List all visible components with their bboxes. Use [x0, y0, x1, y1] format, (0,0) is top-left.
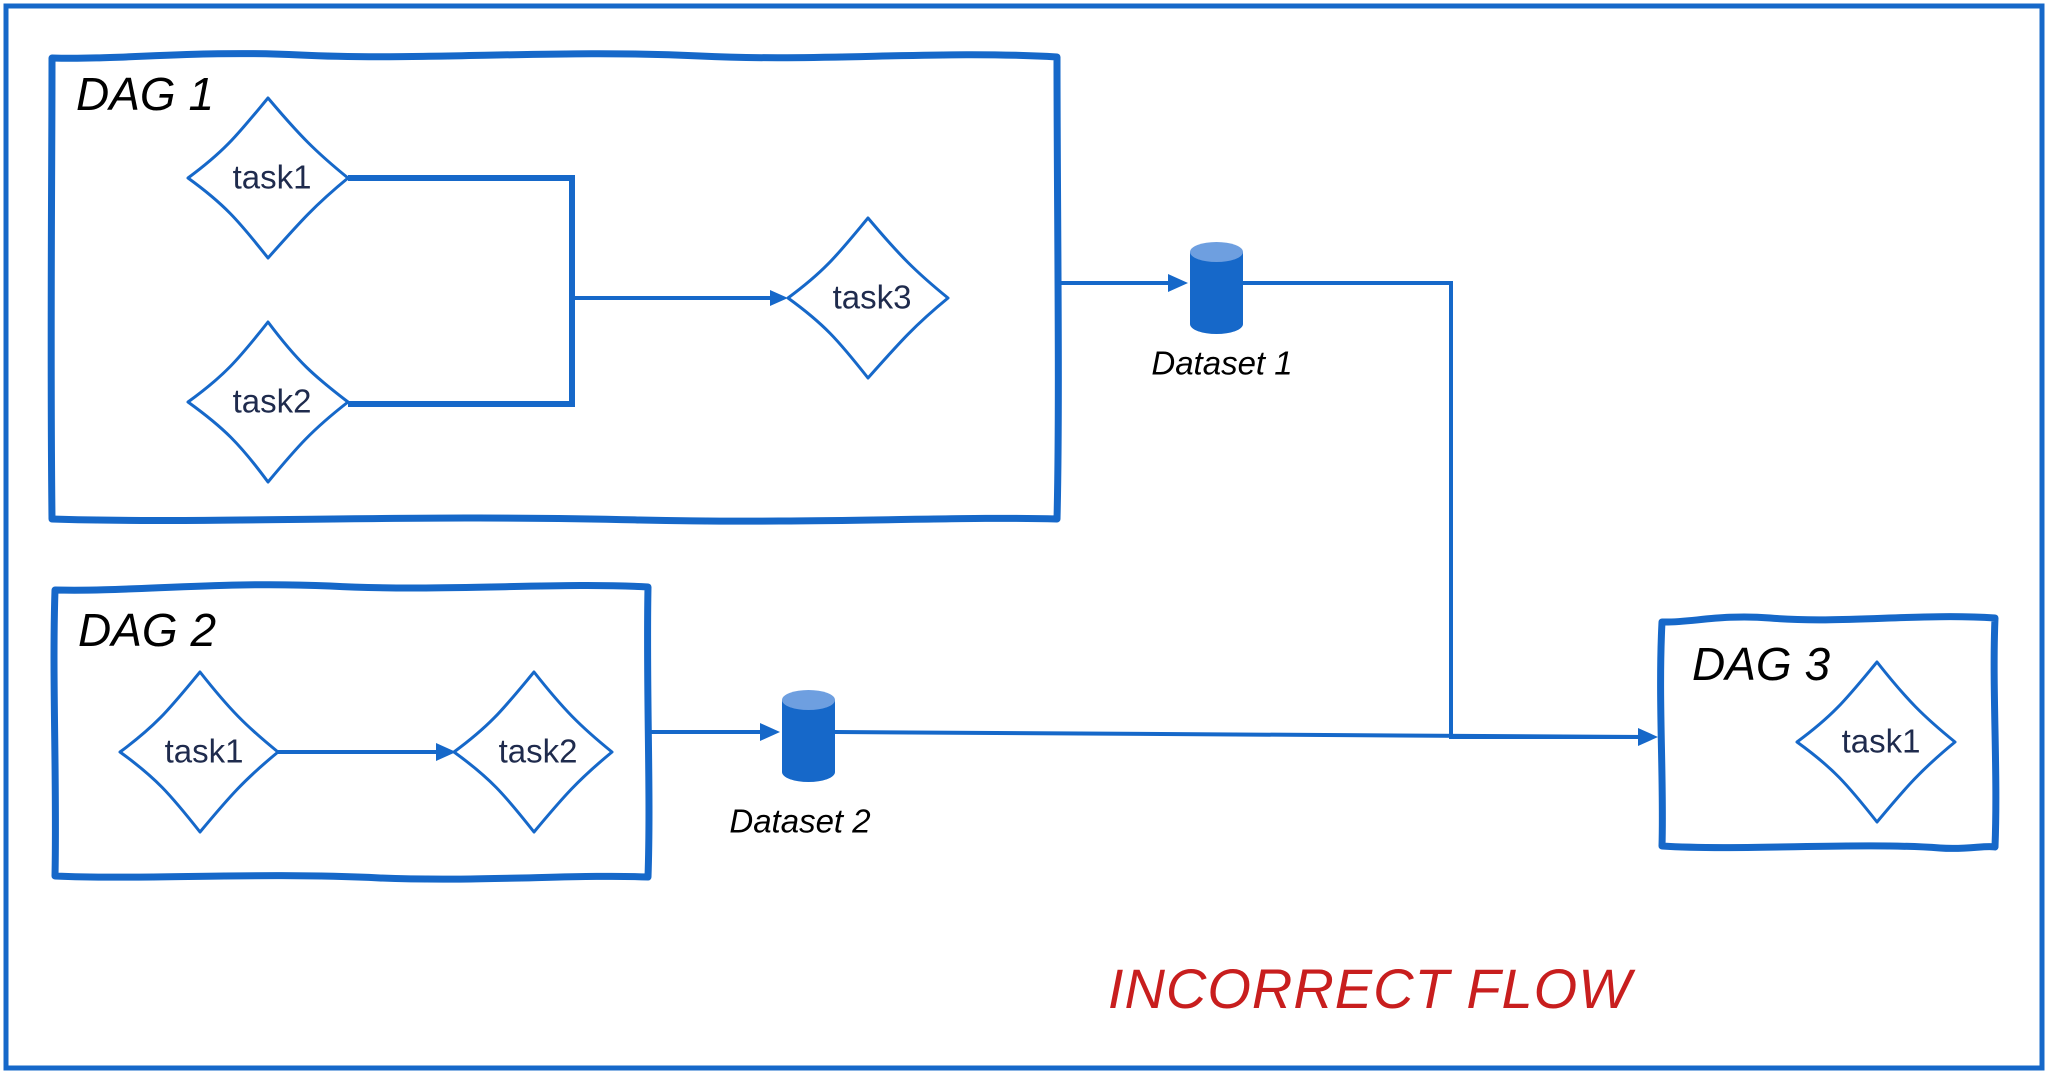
- dataset-1-label: Dataset 1: [1151, 345, 1292, 382]
- dag-3-label: DAG 3: [1692, 638, 1830, 690]
- dag2-task2-node[interactable]: task2: [452, 670, 614, 834]
- database-cylinder-icon: [1190, 242, 1243, 334]
- dataset-1-cylinder-top: [1190, 242, 1243, 262]
- dataset-2-cylinder-top: [782, 690, 835, 710]
- arrowhead-to-dataset1: [1168, 274, 1188, 292]
- dag3-task1-node[interactable]: task1: [1795, 660, 1957, 824]
- arrowhead-dag2-task1-to-task2: [436, 743, 456, 761]
- dag1-task2-diamond: [186, 320, 350, 484]
- dataset-1-node[interactable]: Dataset 1: [1151, 242, 1293, 382]
- dag2-task2-diamond: [452, 670, 614, 834]
- dag-1-outline: [47, 50, 1062, 525]
- dag2-task2-label: task2: [499, 733, 578, 770]
- dag-1-label: DAG 1: [76, 68, 214, 120]
- dag1-task3-label: task3: [833, 279, 912, 316]
- dag1-task2-node[interactable]: task2: [186, 320, 350, 484]
- dag1-task1-node[interactable]: task1: [186, 96, 350, 260]
- dataset-2-cylinder-body: [782, 700, 835, 772]
- dag-3-outline: [1657, 613, 2000, 852]
- arrowhead-to-dag1-task3: [770, 290, 788, 306]
- dag1-task1-diamond: [186, 96, 350, 260]
- incorrect-flow-annotation: INCORRECT FLOW: [1108, 957, 1636, 1020]
- dag2-task1-node[interactable]: task1: [118, 670, 280, 834]
- arrowhead-dataset1-to-dag3: [1638, 728, 1658, 746]
- dag1-task3-diamond: [786, 216, 950, 380]
- dag2-task1-diamond: [118, 670, 280, 834]
- dag-2-outline: [50, 581, 653, 883]
- dag2-task1-label: task1: [165, 733, 244, 770]
- arrowhead-to-dataset2: [760, 723, 780, 741]
- dag-3-container[interactable]: DAG 3: [1657, 613, 2000, 852]
- edge-dataset2-to-dag3: [834, 730, 1647, 739]
- dataset-2-node[interactable]: Dataset 2: [729, 690, 871, 840]
- dag-1-container[interactable]: DAG 1: [47, 50, 1062, 525]
- dag-2-label: DAG 2: [78, 604, 216, 656]
- edge-dag1-task1-task2-to-junction: [348, 175, 575, 407]
- dataset-2-cylinder-bottom: [782, 762, 835, 782]
- dataset-1-cylinder-bottom: [1190, 314, 1243, 334]
- dag-2-container[interactable]: DAG 2: [50, 581, 653, 883]
- dag1-task3-node[interactable]: task3: [786, 216, 950, 380]
- dag3-task1-label: task1: [1842, 723, 1921, 760]
- database-cylinder-icon: [782, 690, 835, 782]
- dataset-2-label: Dataset 2: [729, 803, 870, 840]
- edge-dataset1-to-dag3: [1243, 281, 1646, 739]
- dataset-1-cylinder-body: [1190, 252, 1243, 324]
- dag3-task1-diamond: [1795, 660, 1957, 824]
- dag1-task1-label: task1: [233, 159, 312, 196]
- dag1-task2-label: task2: [233, 383, 312, 420]
- page-border: [3, 3, 2045, 1071]
